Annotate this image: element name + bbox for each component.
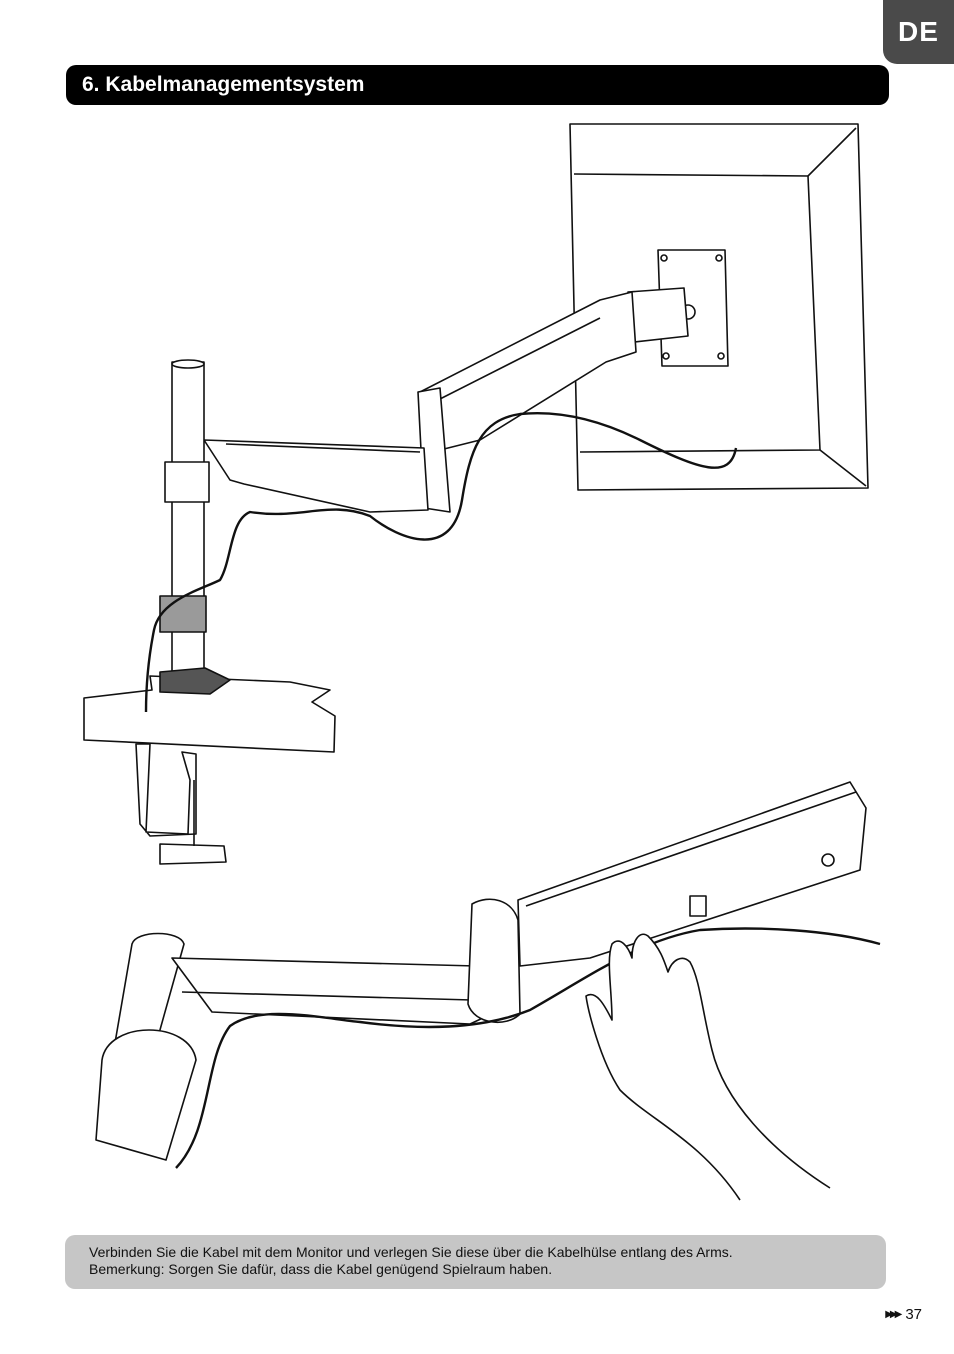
illustration-area (83, 123, 881, 1201)
hand-routing-cable-illustration (95, 781, 881, 1201)
section-title: 6. Kabelmanagementsystem (66, 65, 889, 105)
monitor-arm-illustration (83, 123, 869, 865)
next-arrows-icon: ▶▶▶ (885, 1309, 902, 1320)
note-line-2: Bemerkung: Sorgen Sie dafür, dass die Ka… (89, 1261, 553, 1277)
language-tab: DE (883, 0, 954, 64)
note-box: Verbinden Sie die Kabel mit dem Monitor … (65, 1235, 886, 1289)
page-number: 37 (905, 1306, 922, 1323)
page-footer: ▶▶▶ 37 (885, 1306, 922, 1323)
note-line-1: Verbinden Sie die Kabel mit dem Monitor … (89, 1244, 733, 1260)
